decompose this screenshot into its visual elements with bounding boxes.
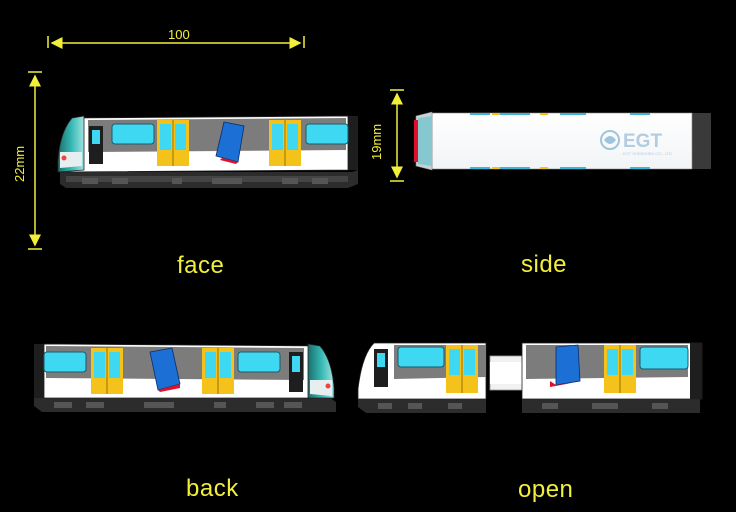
usb-connector: [489, 355, 525, 391]
width-dimension: 19mm: [369, 89, 404, 182]
open-view-body: [521, 342, 703, 413]
width-value: 19mm: [369, 124, 384, 160]
back-view-train: [34, 343, 336, 412]
height-value: 22mm: [12, 146, 27, 182]
egt-logo: EGT EGT SHENZHEN CO., LTD: [600, 130, 672, 156]
label-open: open: [518, 476, 574, 503]
height-dimension: 22mm: [12, 71, 42, 250]
open-view-cap: [357, 342, 487, 413]
logo-text: EGT: [623, 131, 662, 152]
length-dimension: 100: [47, 27, 305, 49]
length-value: 100: [168, 27, 190, 42]
logo-subtext: EGT SHENZHEN CO., LTD: [623, 151, 672, 156]
side-view-train: EGT EGT SHENZHEN CO., LTD: [414, 111, 711, 171]
label-side: side: [521, 251, 568, 278]
label-face: face: [177, 252, 225, 279]
face-view-train: [57, 115, 358, 188]
label-back: back: [186, 475, 239, 502]
